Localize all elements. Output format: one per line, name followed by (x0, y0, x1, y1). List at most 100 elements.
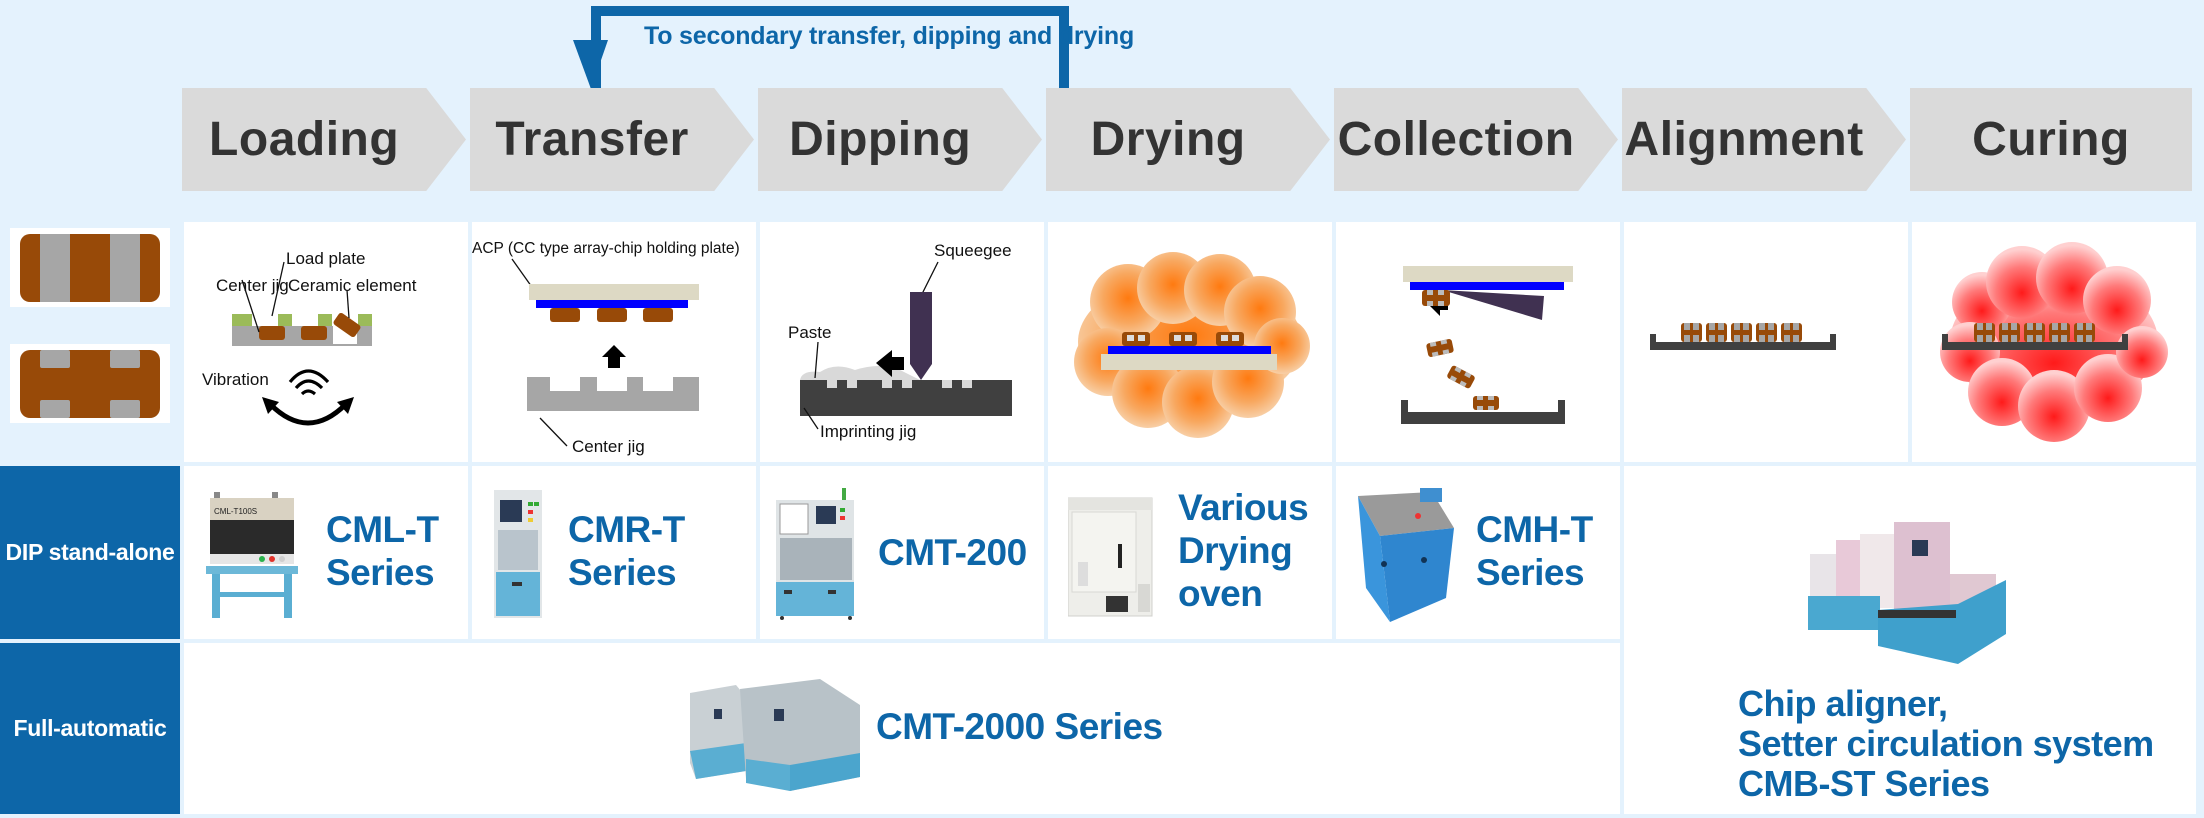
step-label: Collection (1337, 113, 1575, 166)
chip (1422, 290, 1450, 306)
holding-film (1410, 282, 1564, 290)
chip (2074, 323, 2095, 342)
label-vibration: Vibration (202, 370, 269, 389)
chip (1974, 323, 1995, 342)
acp-plate (1403, 266, 1573, 282)
chip (2024, 323, 2045, 342)
equipment-name-line: CMR-T (568, 509, 685, 550)
chip-type-striped (10, 228, 170, 307)
diagram-drying (1048, 222, 1332, 462)
squeegee (910, 292, 932, 380)
chip (1999, 323, 2020, 342)
label-ceramic-element: Ceramic element (288, 276, 417, 295)
equipment-cmt-2000[interactable]: CMT-2000 Series (184, 643, 1620, 814)
chip-type-h (10, 344, 170, 423)
acp-plate (1101, 354, 1277, 370)
alignment-diagram (1650, 323, 1836, 350)
label-center-jig: Center jig (572, 437, 645, 456)
equipment-name-line: CMB-ST Series (1738, 763, 1990, 804)
equipment-name: CMT-200 (878, 531, 1027, 574)
scraper (1442, 290, 1544, 320)
equipment-name-line: CMT-200 (878, 532, 1027, 573)
equipment-name: Chip aligner, Setter circulation system … (1738, 684, 2154, 804)
step-dipping: Dipping (758, 88, 1042, 191)
equipment-name-line: Series (326, 552, 435, 593)
label-paste: Paste (788, 323, 831, 342)
step-drying: Drying (1046, 88, 1330, 191)
equipment-name-line: Setter circulation system (1738, 723, 2154, 764)
array-chip-h-type-icon (20, 350, 160, 418)
equipment-cmb-st[interactable]: Chip aligner, Setter circulation system … (1624, 466, 2196, 814)
chip (1681, 323, 1702, 342)
step-label: Drying (1090, 113, 1246, 166)
step-label: Curing (1972, 113, 2130, 166)
step-label: Loading (209, 113, 400, 166)
chip (1706, 323, 1727, 342)
cmh-t-machine-photo (1358, 488, 1454, 622)
chip (1122, 332, 1150, 346)
label-acp: ACP (CC type array-chip holding plate) (472, 240, 740, 257)
diagram-curing (1912, 222, 2196, 462)
chip (1731, 323, 1752, 342)
heat-cloud-icon (1940, 242, 2168, 442)
step-loading: Loading (182, 88, 466, 191)
equipment-name-line: Series (1476, 552, 1585, 593)
label-center-jig: Center jig (216, 276, 289, 295)
equipment-name-line: CML-T (326, 509, 439, 550)
transfer-diagram: ACP (CC type array-chip holding plate) C… (472, 240, 740, 456)
aligned-chips (1681, 323, 1802, 342)
cmt-2000-machine-photo (690, 679, 860, 791)
collection-tray (1401, 400, 1565, 424)
step-curing: Curing (1910, 88, 2192, 191)
equipment-name-line: Drying (1178, 530, 1293, 571)
equipment-name: Various Drying oven (1178, 486, 1309, 615)
curing-diagram (1940, 242, 2168, 442)
chip (1473, 396, 1499, 410)
equipment-name-line: Series (568, 552, 677, 593)
loading-diagram: Load plate Center jig Ceramic element Vi… (202, 249, 417, 426)
array-chip-striped-icon (20, 234, 160, 302)
equipment-name-line: oven (1178, 573, 1263, 614)
equipment-name: CML-T Series (326, 508, 439, 594)
chip (1781, 323, 1802, 342)
aligned-chips (1974, 323, 2095, 342)
machine-tag: CML-T100S (214, 507, 257, 516)
collection-diagram (1401, 266, 1573, 424)
left-arrow-icon (876, 350, 904, 377)
step-alignment: Alignment (1622, 88, 1906, 191)
loop-arrow-label: To secondary transfer, dipping and dryin… (644, 22, 1135, 50)
chip (1169, 332, 1197, 346)
cmt-200-machine-photo (776, 488, 854, 620)
chip (2049, 323, 2070, 342)
label-squeegee: Squeegee (934, 241, 1012, 260)
holding-film (536, 300, 688, 308)
vibration-waves-icon (288, 369, 330, 396)
equipment-name: CMT-2000 Series (876, 705, 1163, 748)
equipment-cmr-t[interactable]: CMR-T Series (472, 466, 756, 639)
chip (1216, 332, 1244, 346)
step-collection: Collection (1334, 88, 1618, 191)
vibration-curved-arrow-icon (268, 402, 348, 426)
cmr-t-machine-photo (494, 490, 542, 618)
equipment-name: CMR-T Series (568, 508, 685, 594)
equipment-name-line: Chip aligner, (1738, 683, 1948, 724)
holding-film (1108, 346, 1271, 354)
diagram-alignment (1624, 222, 1908, 462)
loop-arrow (573, 6, 1069, 89)
label-imprinting-jig: Imprinting jig (820, 422, 916, 441)
dipping-diagram: Squeegee Paste Imprinting jig (788, 241, 1012, 441)
step-transfer: Transfer (470, 88, 754, 191)
equipment-cmt-200[interactable]: CMT-200 (760, 466, 1044, 639)
step-label: Transfer (495, 113, 689, 166)
diagram-collection (1336, 222, 1620, 462)
equipment-cmh-t[interactable]: CMH-T Series (1336, 466, 1620, 639)
equipment-cml-t[interactable]: CML-T100S CML-T Series (184, 466, 468, 639)
diagram-dipping: Squeegee Paste Imprinting jig (760, 222, 1044, 462)
cmb-st-machine-photo (1808, 522, 2006, 664)
up-arrow-icon (602, 345, 626, 368)
ceramic-element (333, 312, 361, 338)
equipment-drying-oven[interactable]: Various Drying oven (1048, 466, 1332, 639)
diagram-transfer: ACP (CC type array-chip holding plate) C… (472, 222, 756, 462)
load-plate (358, 314, 372, 326)
diagram-loading: Load plate Center jig Ceramic element Vi… (184, 222, 468, 462)
